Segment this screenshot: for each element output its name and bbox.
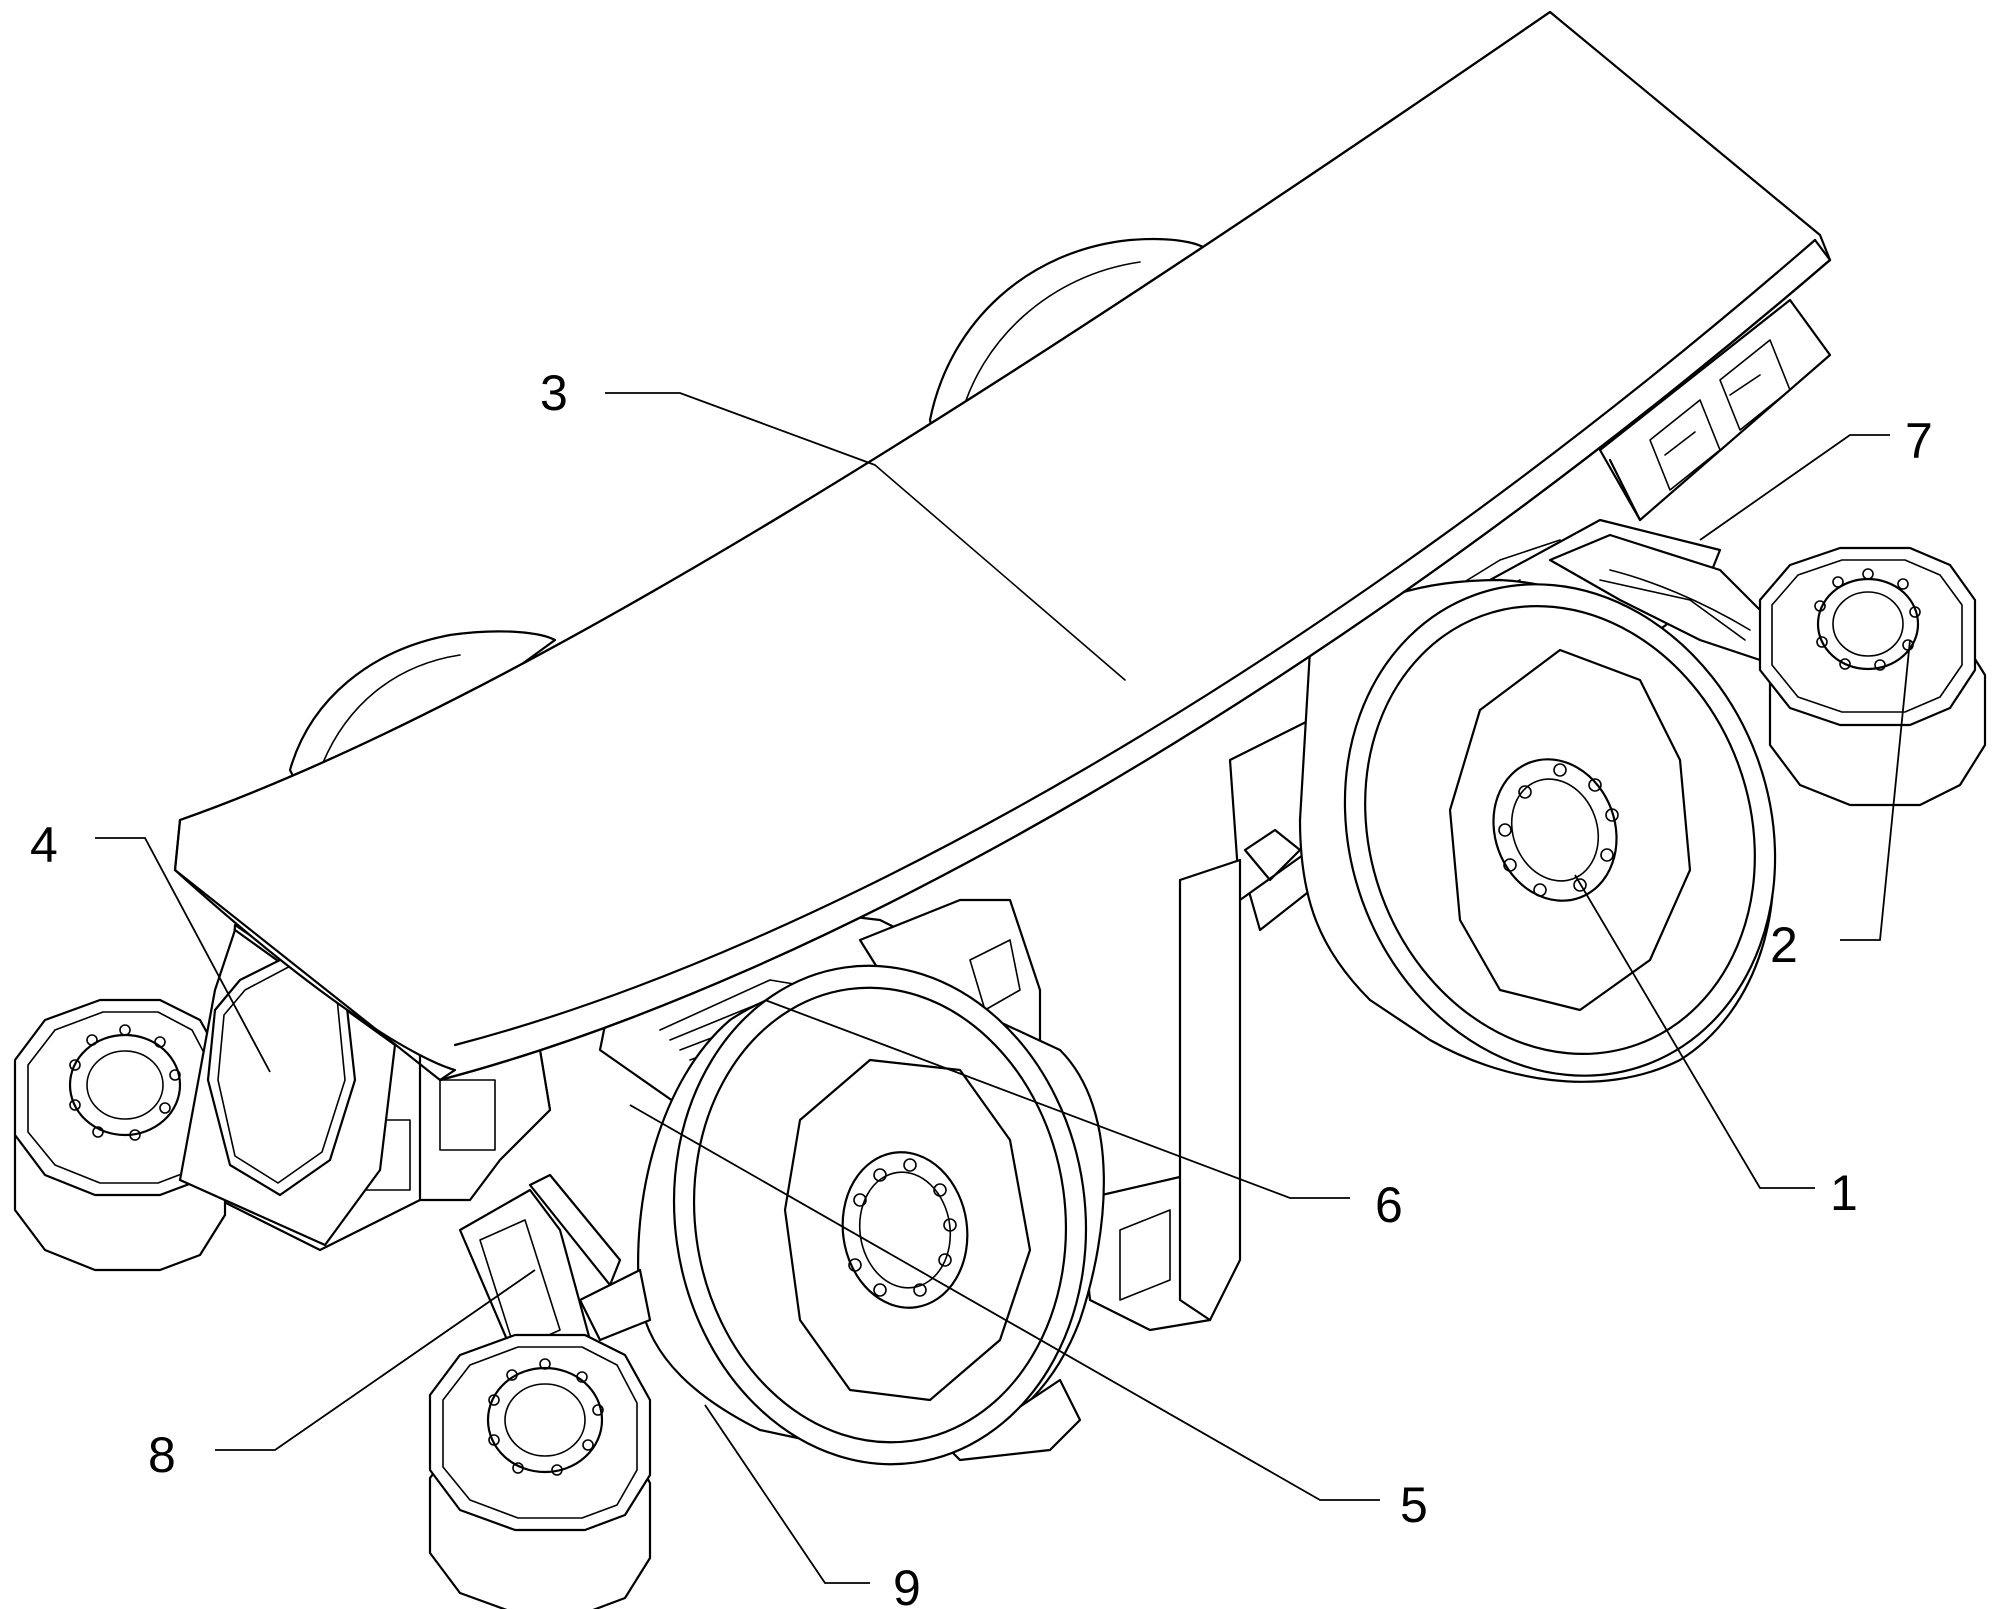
callouts: 3 4 7 2 1 6 5 8 9 xyxy=(30,365,1933,1609)
leader-9 xyxy=(704,1404,870,1584)
leader-lines xyxy=(95,392,1911,1584)
rear-omni-wheel xyxy=(1758,546,1987,807)
leader-8 xyxy=(215,1269,536,1451)
callout-8: 8 xyxy=(148,1427,176,1483)
callout-4: 4 xyxy=(30,817,58,873)
callout-1: 1 xyxy=(1830,1165,1858,1221)
front-left-omni-wheel xyxy=(13,998,227,1272)
callout-7: 7 xyxy=(1905,413,1933,469)
front-arm xyxy=(458,1173,652,1372)
deck-plate xyxy=(173,10,1832,1082)
callout-2: 2 xyxy=(1770,917,1798,973)
leader-1 xyxy=(1574,874,1815,1189)
callout-9: 9 xyxy=(893,1560,921,1609)
center-support xyxy=(1078,858,1242,1332)
callout-5: 5 xyxy=(1400,1477,1428,1533)
leader-7 xyxy=(1699,434,1890,541)
leader-5 xyxy=(629,1104,1380,1501)
leader-3 xyxy=(605,392,876,466)
front-drive-wheel xyxy=(637,964,1105,1466)
callout-6: 6 xyxy=(1375,1177,1403,1233)
front-hex-hub xyxy=(178,928,397,1247)
rear-drive-wheel xyxy=(1298,578,1777,1083)
leader-2 xyxy=(1840,639,1911,941)
leader-4 xyxy=(95,837,271,1073)
leader-6 xyxy=(764,999,1350,1199)
callout-3: 3 xyxy=(540,365,568,421)
rear-bracket-blocks xyxy=(1598,298,1832,522)
front-lower-omni-wheel xyxy=(428,1333,652,1609)
